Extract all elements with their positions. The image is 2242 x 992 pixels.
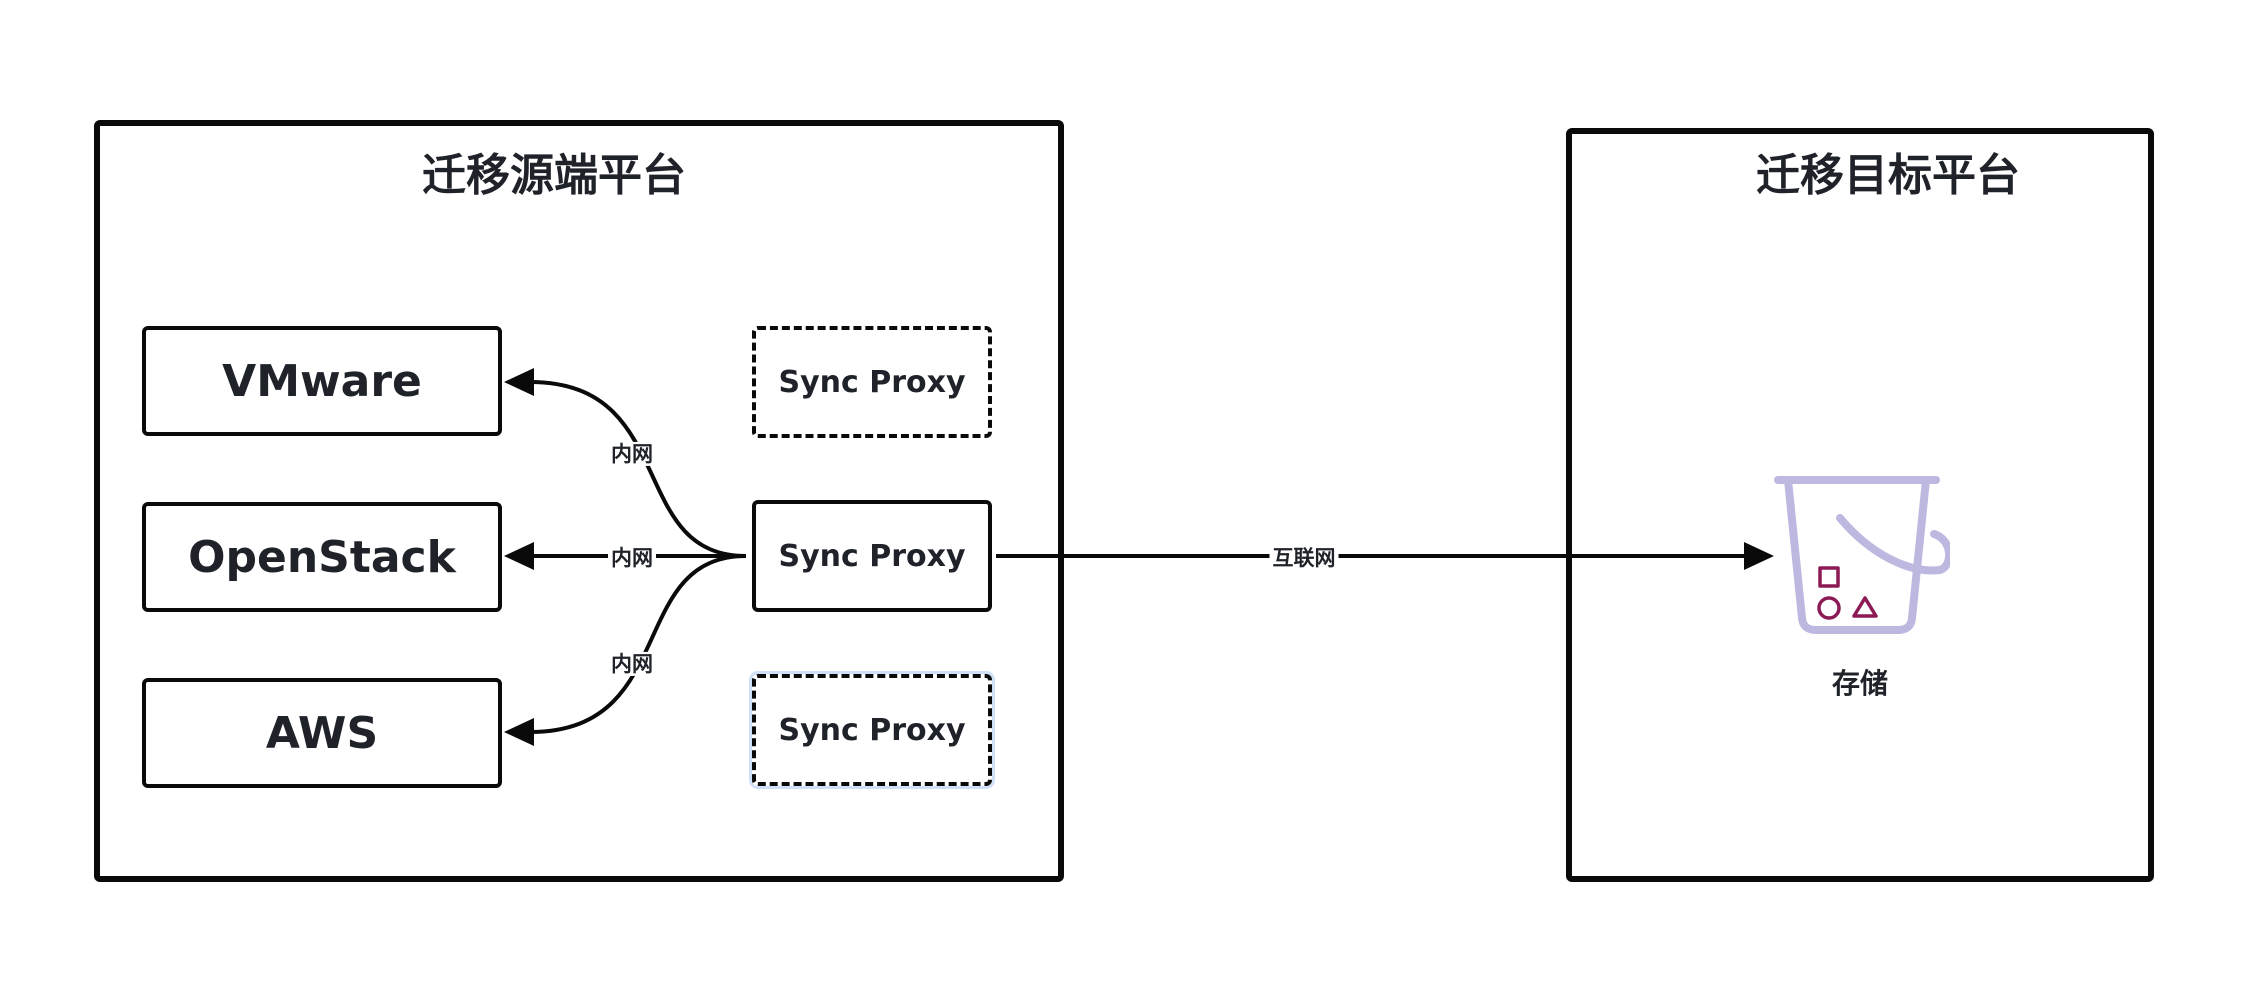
vmware-node[interactable]: VMware bbox=[142, 326, 502, 436]
aws-node[interactable]: AWS bbox=[142, 678, 502, 788]
target-platform-title: 迁移目标平台 bbox=[1756, 150, 2020, 201]
storage-bucket-icon[interactable] bbox=[1770, 470, 1950, 640]
storage-label: 存储 bbox=[1831, 667, 1889, 700]
target-platform-container bbox=[1566, 128, 2154, 882]
sync-proxy-active[interactable]: Sync Proxy bbox=[752, 500, 992, 612]
openstack-node[interactable]: OpenStack bbox=[142, 502, 502, 612]
edge-label-intranet-aws: 内网 bbox=[608, 651, 656, 677]
arrowhead-vmware bbox=[504, 368, 534, 396]
arrowhead-aws bbox=[504, 718, 534, 746]
edge-label-internet: 互联网 bbox=[1269, 545, 1339, 571]
edge-proxy-to-aws[interactable] bbox=[529, 554, 747, 734]
edge-proxy-to-vmware[interactable] bbox=[529, 380, 747, 558]
source-platform-title: 迁移源端平台 bbox=[422, 150, 686, 201]
arrowhead-storage bbox=[1744, 542, 1774, 570]
edge-label-intranet-openstack: 内网 bbox=[608, 545, 656, 571]
edge-label-intranet-vmware: 内网 bbox=[608, 441, 656, 467]
arrowhead-openstack bbox=[504, 542, 534, 570]
sync-proxy-standby-top[interactable]: Sync Proxy bbox=[752, 326, 992, 438]
sync-proxy-standby-bottom[interactable]: Sync Proxy bbox=[752, 674, 992, 786]
